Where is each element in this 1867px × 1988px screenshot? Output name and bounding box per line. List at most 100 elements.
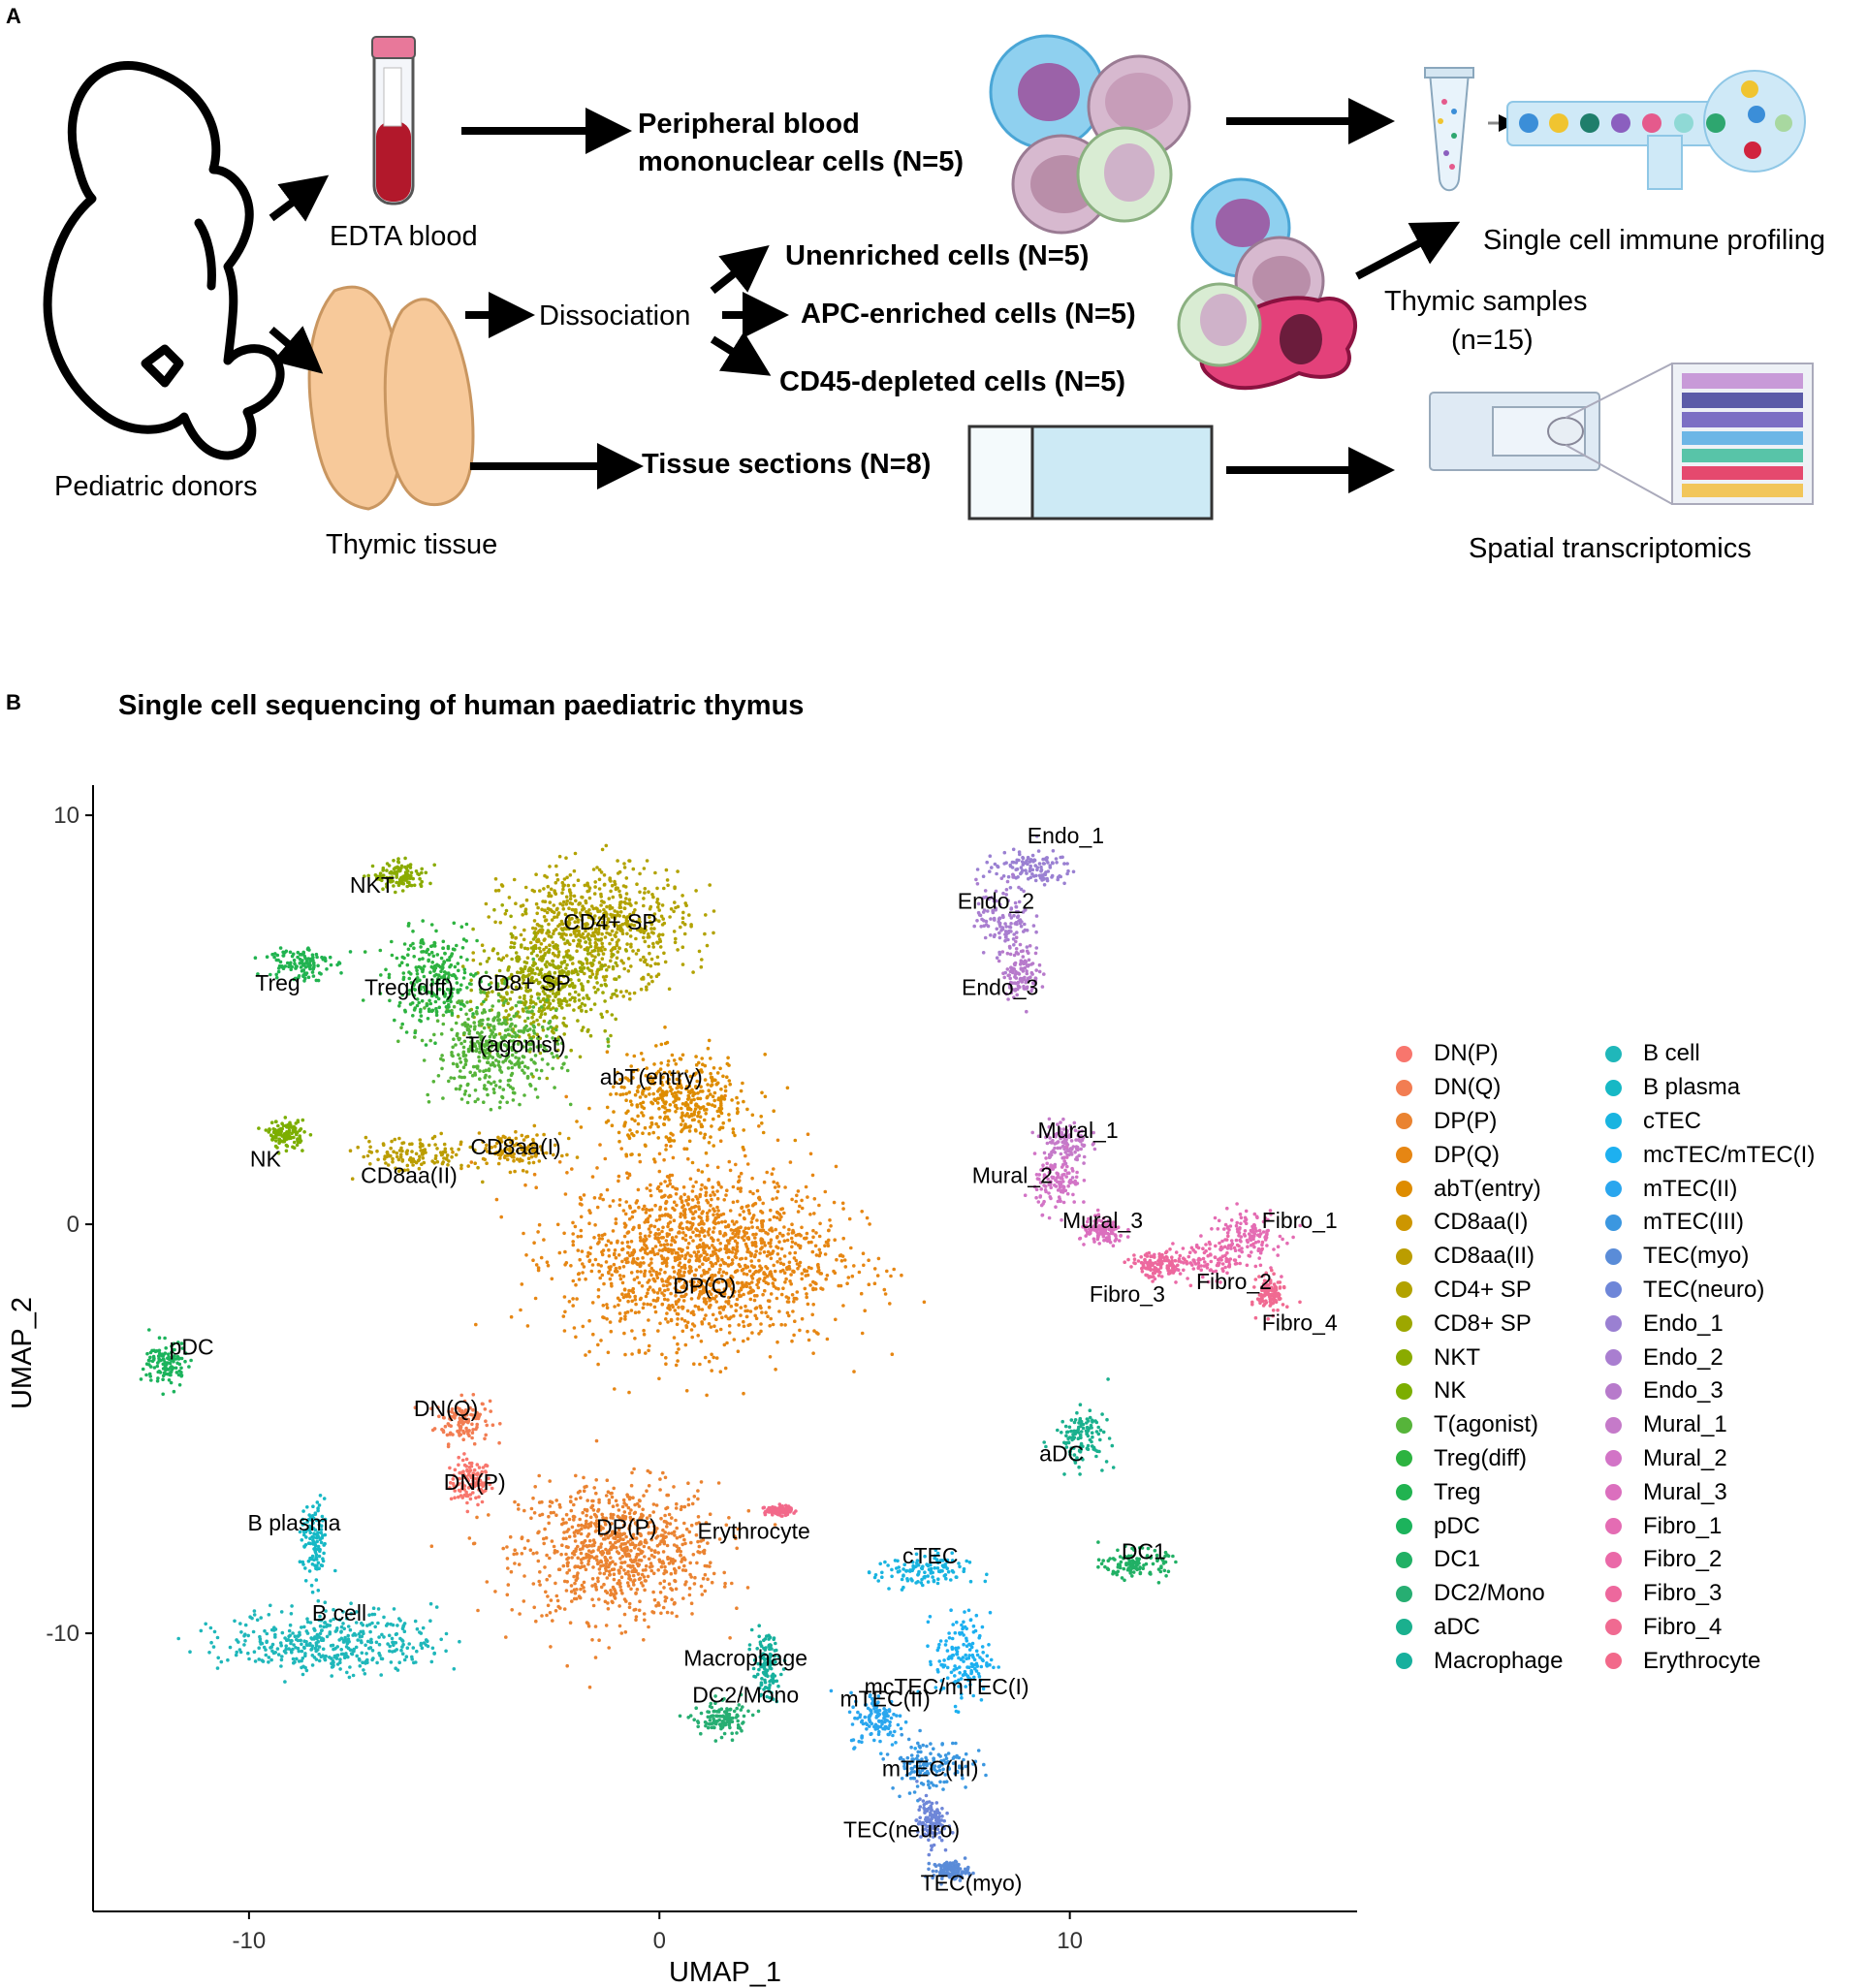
umap-point	[649, 1303, 652, 1307]
umap-point	[694, 1532, 699, 1537]
umap-point	[618, 1557, 622, 1561]
umap-point	[639, 1296, 643, 1301]
umap-point	[701, 1210, 705, 1214]
umap-point	[627, 859, 631, 863]
umap-point	[610, 1532, 614, 1537]
umap-point	[576, 1272, 581, 1277]
umap-point	[625, 1581, 630, 1585]
umap-point	[689, 1225, 694, 1229]
umap-point	[654, 1044, 658, 1048]
umap-point	[642, 1261, 646, 1265]
umap-point	[298, 1128, 302, 1132]
umap-point	[535, 922, 540, 927]
umap-point	[602, 883, 607, 887]
umap-point	[582, 1556, 585, 1561]
umap-point	[714, 1300, 718, 1304]
umap-point	[793, 1242, 798, 1246]
umap-point	[629, 1518, 633, 1523]
umap-point	[754, 1232, 758, 1237]
umap-point	[443, 1150, 448, 1154]
umap-point	[777, 1310, 781, 1313]
umap-point	[389, 1146, 394, 1151]
dissociation-label: Dissociation	[539, 300, 691, 331]
umap-point	[811, 1235, 815, 1240]
umap-point	[703, 1572, 708, 1577]
umap-point	[273, 1127, 277, 1132]
umap-point	[648, 1285, 652, 1289]
umap-point	[753, 1240, 757, 1245]
umap-point	[814, 1231, 818, 1235]
umap-point	[718, 1327, 723, 1332]
umap-point	[468, 1497, 473, 1501]
umap-point	[689, 1269, 693, 1273]
umap-point	[651, 1502, 656, 1506]
umap-point	[759, 1115, 763, 1119]
umap-point	[535, 1551, 539, 1555]
panel-a-label: A	[6, 4, 21, 28]
umap-point	[706, 1200, 711, 1205]
umap-point	[783, 1280, 787, 1284]
umap-point	[664, 1356, 668, 1360]
umap-point	[744, 1204, 749, 1209]
umap-point	[712, 909, 716, 913]
umap-point	[694, 1233, 699, 1238]
umap-point	[652, 1290, 656, 1294]
umap-point	[736, 1186, 741, 1190]
umap-point	[716, 1114, 721, 1119]
umap-point	[712, 1324, 716, 1328]
umap-point	[554, 1025, 559, 1028]
umap-point	[697, 1120, 701, 1123]
umap-point	[704, 1313, 708, 1317]
umap-point	[658, 1581, 662, 1586]
umap-point	[518, 1612, 522, 1616]
umap-point	[609, 1033, 613, 1038]
umap-point	[635, 1089, 640, 1093]
umap-point	[445, 1433, 450, 1437]
umap-point	[696, 1091, 700, 1095]
umap-point	[269, 1133, 273, 1137]
umap-point	[725, 1341, 729, 1345]
umap-point	[664, 1362, 668, 1366]
umap-point	[564, 950, 569, 954]
cluster-dn-p-	[448, 1452, 494, 1514]
umap-point	[621, 1275, 626, 1278]
umap-point	[581, 1271, 585, 1275]
umap-point	[475, 1410, 479, 1415]
umap-point	[564, 895, 569, 899]
umap-point	[693, 1575, 697, 1580]
umap-point	[586, 1250, 590, 1255]
umap-point	[608, 903, 613, 908]
umap-point	[617, 1266, 622, 1270]
umap-point	[839, 1283, 843, 1288]
umap-point	[734, 1255, 739, 1260]
umap-point	[568, 1102, 573, 1107]
umap-point	[693, 1204, 698, 1209]
umap-point	[718, 1139, 723, 1143]
umap-point	[518, 995, 522, 999]
umap-point	[585, 952, 590, 956]
umap-point	[614, 961, 617, 965]
umap-point	[368, 1145, 372, 1150]
umap-point	[287, 1136, 291, 1141]
umap-point	[578, 1565, 583, 1569]
umap-point	[572, 883, 576, 888]
umap-point	[698, 1289, 703, 1294]
umap-point	[782, 1225, 786, 1229]
umap-point	[375, 1149, 379, 1153]
umap-point	[697, 1544, 702, 1549]
umap-point	[664, 1100, 668, 1104]
umap-point	[576, 942, 581, 946]
umap-point	[545, 960, 549, 964]
umap-point	[651, 1269, 655, 1273]
umap-point	[459, 1163, 463, 1168]
umap-point	[517, 1000, 521, 1004]
umap-point	[649, 957, 654, 962]
umap-point	[803, 1268, 807, 1272]
umap-point	[584, 1567, 588, 1572]
umap-point	[764, 1265, 768, 1269]
umap-point	[469, 978, 473, 983]
umap-point	[554, 1594, 559, 1598]
umap-point	[702, 1317, 707, 1321]
umap-point	[600, 847, 605, 852]
umap-point	[274, 1139, 278, 1143]
